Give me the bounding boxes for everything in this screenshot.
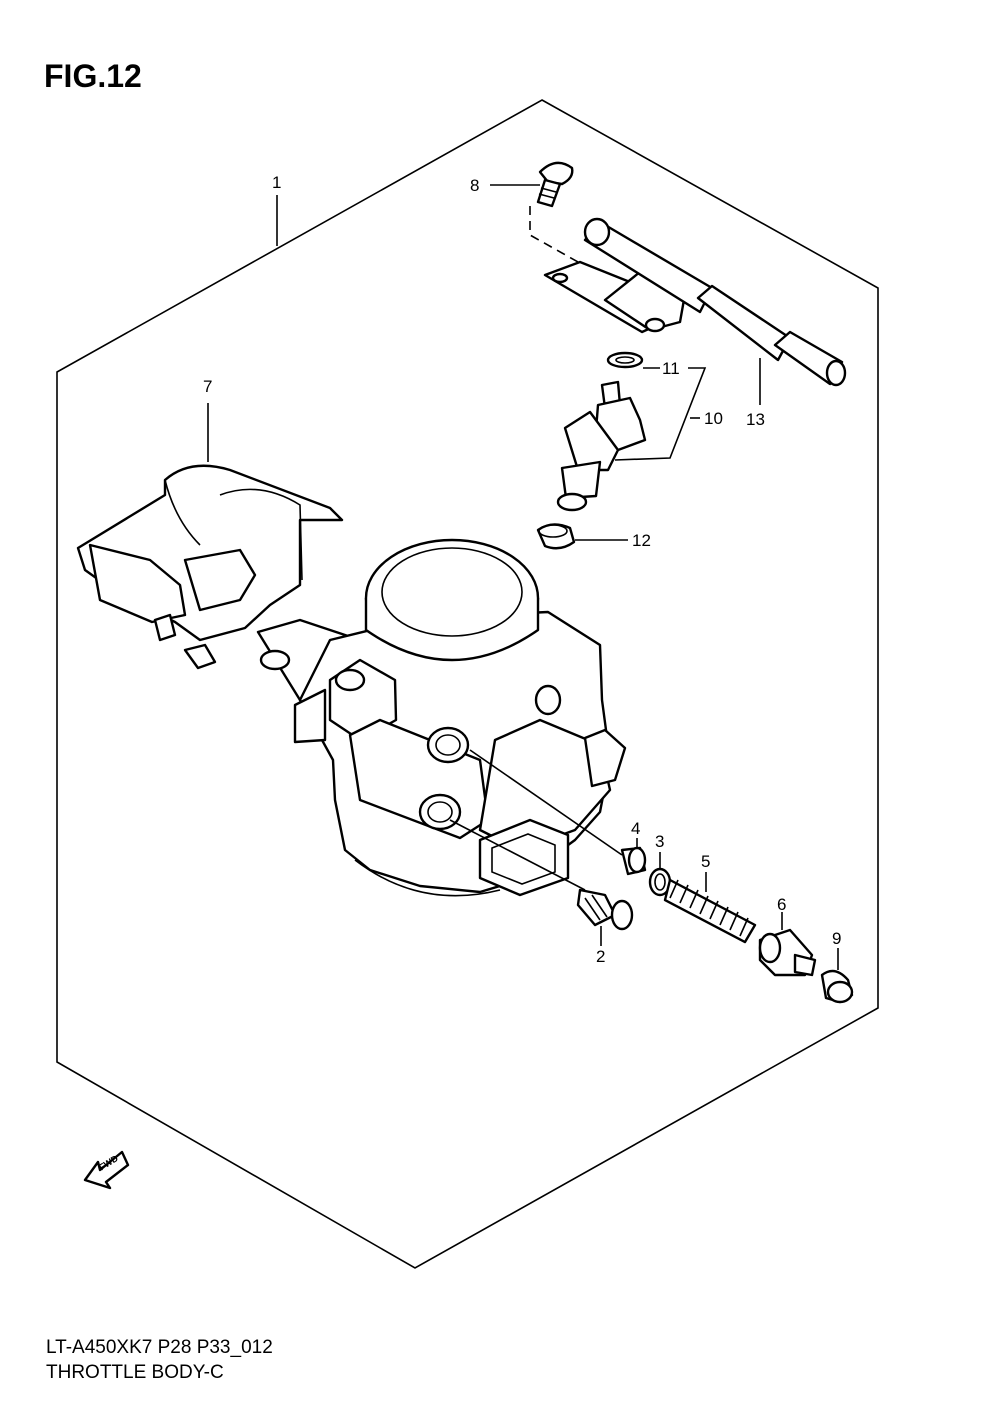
callout-11: 11 (662, 359, 680, 378)
screw-part (536, 161, 574, 208)
callout-10: 10 (704, 409, 723, 428)
footer-caption: THROTTLE BODY-C (46, 1362, 224, 1383)
adjuster-part-6 (758, 928, 817, 977)
seal-12 (536, 523, 576, 550)
footer-model-code: LT-A450XK7 P28 P33_012 (46, 1337, 273, 1358)
callout-12: 12 (632, 531, 651, 550)
callout-6: 6 (777, 895, 786, 914)
callout-7: 7 (203, 377, 212, 396)
throttle-body-main (256, 538, 627, 897)
callout-2: 2 (596, 947, 605, 966)
adjust-screw (576, 888, 634, 931)
o-ring-11 (606, 351, 644, 369)
assembly-boundary (56, 99, 879, 1269)
callout-1: 1 (272, 173, 281, 192)
callout-5: 5 (701, 852, 710, 871)
fuel-injector (556, 380, 647, 512)
valve-part-4 (620, 846, 647, 876)
callout-13: 13 (746, 410, 765, 429)
spring-part (663, 878, 757, 944)
cap-part-9 (820, 969, 854, 1004)
callout-3: 3 (655, 832, 664, 851)
fwd-arrow-icon: FWD (83, 1150, 130, 1190)
callout-8: 8 (470, 176, 479, 195)
fuel-delivery-pipe (543, 217, 847, 387)
bracket-cover (76, 464, 344, 670)
callout-4: 4 (631, 819, 640, 838)
figure-title: FIG.12 (44, 58, 142, 94)
callout-9: 9 (832, 929, 841, 948)
